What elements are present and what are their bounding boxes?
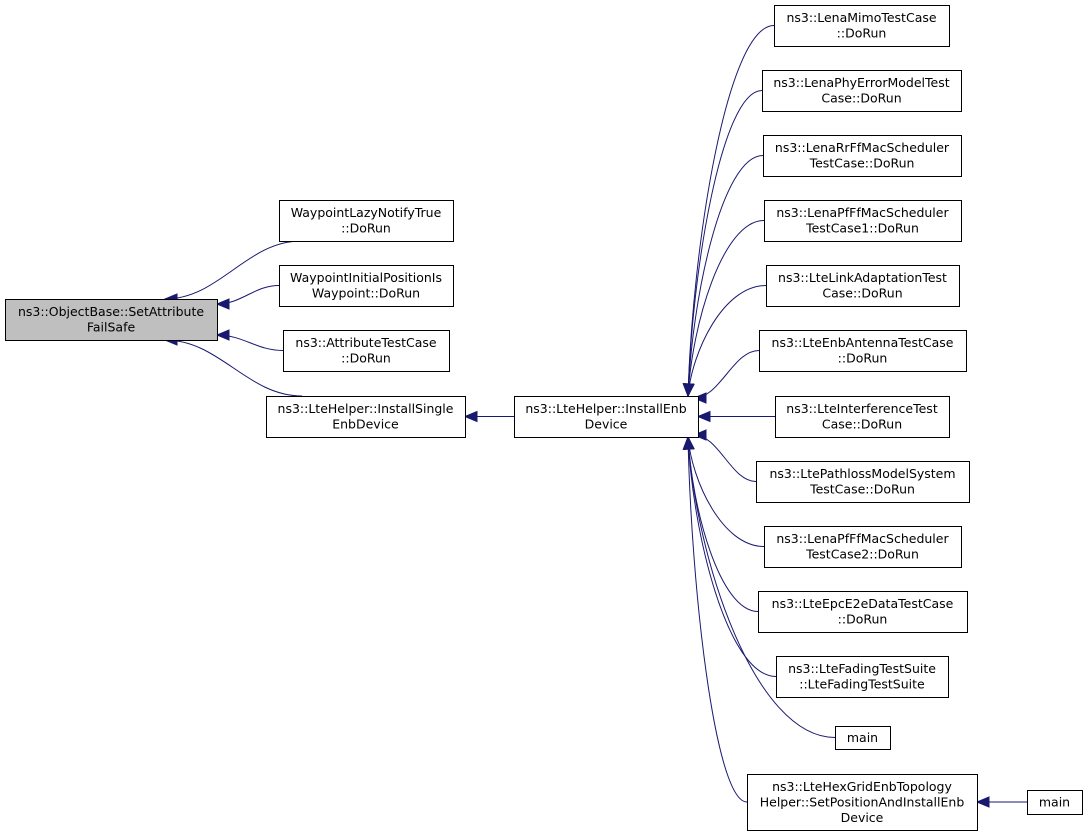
node-label: Case::DoRun: [822, 286, 902, 301]
node-label: ns3::LenaPfFfMacScheduler: [776, 205, 949, 220]
node-box: [279, 200, 454, 242]
edge-attr-to-root: [215, 329, 284, 351]
node-label: ns3::LteHexGridEnbTopology: [772, 779, 952, 794]
node-label: Device: [841, 810, 884, 825]
node-label: main: [847, 730, 878, 745]
node-label: Waypoint::DoRun: [312, 286, 420, 301]
node-label: TestCase::DoRun: [809, 156, 915, 171]
node-box: [5, 299, 218, 341]
node-wlazy[interactable]: WaypointLazyNotifyTrue::DoRun: [279, 200, 454, 242]
node-label: Case::DoRun: [821, 91, 901, 106]
edge-ant-to-enb: [692, 350, 760, 404]
node-label: ::DoRun: [341, 351, 391, 366]
node-label: ns3::LteHelper::InstallSingle: [278, 401, 454, 416]
edge-phy-to-enb: [682, 90, 763, 398]
node-label: ::DoRun: [838, 612, 888, 627]
node-label: TestCase2::DoRun: [805, 547, 919, 562]
node-label: WaypointInitialPositionIs: [290, 270, 442, 285]
edges-layer: [163, 25, 1027, 808]
node-label: ns3::LteHelper::InstallEnb: [525, 401, 686, 416]
node-hex[interactable]: ns3::LteHexGridEnbTopologyHelper::SetPos…: [747, 774, 978, 831]
node-ant[interactable]: ns3::LteEnbAntennaTestCase::DoRun: [759, 330, 967, 372]
edge-winit-to-root: [215, 285, 280, 310]
node-label: TestCase1::DoRun: [805, 221, 919, 236]
node-epc[interactable]: ns3::LteEpcE2eDataTestCase::DoRun: [758, 591, 968, 633]
node-label: ns3::LteLinkAdaptationTest: [778, 270, 947, 285]
node-label: Device: [585, 417, 628, 432]
node-label: ::DoRun: [837, 26, 887, 41]
node-label: ns3::LenaPhyErrorModelTest: [773, 75, 949, 90]
node-pf2[interactable]: ns3::LenaPfFfMacSchedulerTestCase2::DoRu…: [764, 526, 962, 568]
node-label: TestCase::DoRun: [809, 482, 915, 497]
edge-main2-to-hex: [975, 796, 1027, 808]
edge-path-to-enb: [692, 429, 757, 482]
node-box: [764, 526, 962, 568]
edge-hex-to-enb: [682, 435, 748, 803]
node-label: WaypointLazyNotifyTrue: [291, 205, 442, 220]
node-box: [835, 726, 891, 750]
edge-link-to-enb: [683, 285, 767, 398]
node-box: [776, 656, 949, 698]
node-box: [279, 265, 454, 307]
node-box: [763, 135, 962, 177]
node-label: ::DoRun: [341, 221, 391, 236]
edge-pf2-to-enb: [683, 435, 765, 547]
node-label: ns3::LenaRrFfMacScheduler: [775, 140, 950, 155]
node-label: ::LteFadingTestSuite: [799, 677, 925, 692]
node-box: [283, 330, 450, 372]
node-mimo[interactable]: ns3::LenaMimoTestCase::DoRun: [774, 5, 950, 47]
node-box: [774, 5, 950, 47]
node-fad[interactable]: ns3::LteFadingTestSuite::LteFadingTestSu…: [776, 656, 949, 698]
node-label: Case::DoRun: [822, 417, 902, 432]
edge-enb-to-single: [463, 410, 515, 423]
node-pf1[interactable]: ns3::LenaPfFfMacSchedulerTestCase1::DoRu…: [764, 200, 962, 242]
node-box: [762, 70, 962, 112]
node-box: [747, 774, 978, 831]
node-label: main: [1039, 794, 1070, 809]
node-label: FailSafe: [87, 320, 136, 335]
node-label: ns3::ObjectBase::SetAttribute: [18, 304, 204, 319]
node-label: ns3::LtePathlossModelSystem: [769, 466, 955, 481]
node-main2[interactable]: main: [1027, 790, 1083, 815]
node-label: EnbDevice: [332, 417, 399, 432]
node-label: ns3::AttributeTestCase: [295, 335, 437, 350]
node-box: [756, 461, 970, 503]
edge-epc-to-enb: [682, 435, 759, 612]
edge-single-to-root: [163, 334, 303, 397]
node-label: ns3::LteInterferenceTest: [786, 401, 938, 416]
node-label: ns3::LteEnbAntennaTestCase: [772, 335, 954, 350]
node-label: ns3::LteFadingTestSuite: [788, 661, 936, 676]
node-box: [266, 396, 466, 438]
node-label: ns3::LenaPfFfMacScheduler: [776, 531, 949, 546]
node-main1[interactable]: main: [835, 726, 891, 750]
node-path[interactable]: ns3::LtePathlossModelSystemTestCase::DoR…: [756, 461, 970, 503]
node-box: [758, 591, 968, 633]
node-box: [1027, 790, 1083, 815]
node-box: [764, 200, 962, 242]
node-label: ns3::LenaMimoTestCase: [786, 10, 936, 25]
node-label: Helper::SetPositionAndInstallEnb: [760, 794, 965, 809]
edge-intf-to-enb: [696, 410, 776, 423]
node-attr[interactable]: ns3::AttributeTestCase::DoRun: [283, 330, 450, 372]
node-box: [759, 330, 967, 372]
node-box: [766, 265, 960, 307]
node-label: ns3::LteEpcE2eDataTestCase: [772, 596, 954, 611]
node-label: ::DoRun: [838, 351, 888, 366]
node-box: [514, 396, 699, 438]
node-box: [775, 396, 950, 438]
